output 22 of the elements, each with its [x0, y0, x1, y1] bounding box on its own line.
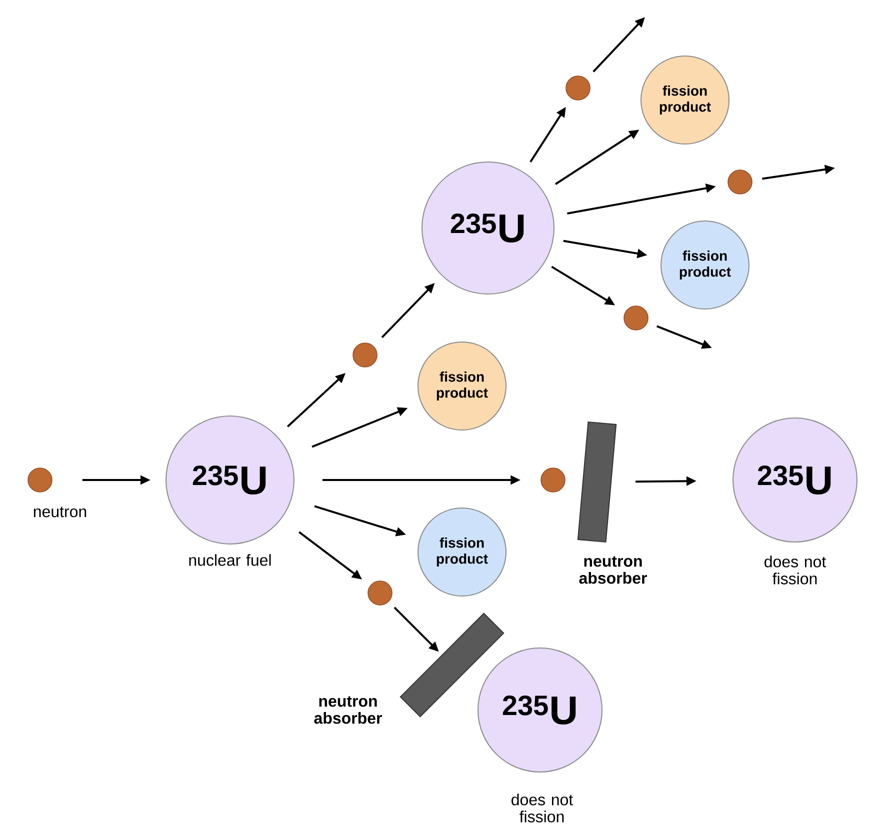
node-caption: nuclear fuel: [189, 554, 271, 566]
uranium-atom: $^{235}$U: [732, 418, 858, 542]
uranium-atom: $^{235}$U: [422, 162, 554, 294]
node-caption: does not fission: [764, 556, 826, 584]
neutron-particle: [540, 468, 566, 492]
node-caption: neutron absorber: [314, 696, 382, 724]
neutron-particle: [28, 468, 52, 492]
absorber-bar: [400, 612, 504, 718]
node-caption: does not fission: [512, 794, 573, 822]
neutron-particle: [566, 76, 590, 100]
fission-product-ball: fission product: [660, 220, 750, 310]
node-caption: neutron: [34, 506, 86, 518]
node-caption: neutron absorber: [579, 556, 647, 584]
neutron-particle: [368, 580, 392, 606]
fission-product-ball: fission product: [418, 342, 506, 430]
fission-product-ball: fission product: [418, 508, 506, 596]
neutron-particle: [352, 342, 378, 368]
neutron-particle: [624, 306, 648, 330]
fission-product-ball: fission product: [640, 56, 730, 144]
neutron-particle: [728, 170, 752, 194]
uranium-atom: $^{235}$U: [478, 648, 602, 772]
uranium-atom: $^{235}$U: [166, 416, 294, 544]
